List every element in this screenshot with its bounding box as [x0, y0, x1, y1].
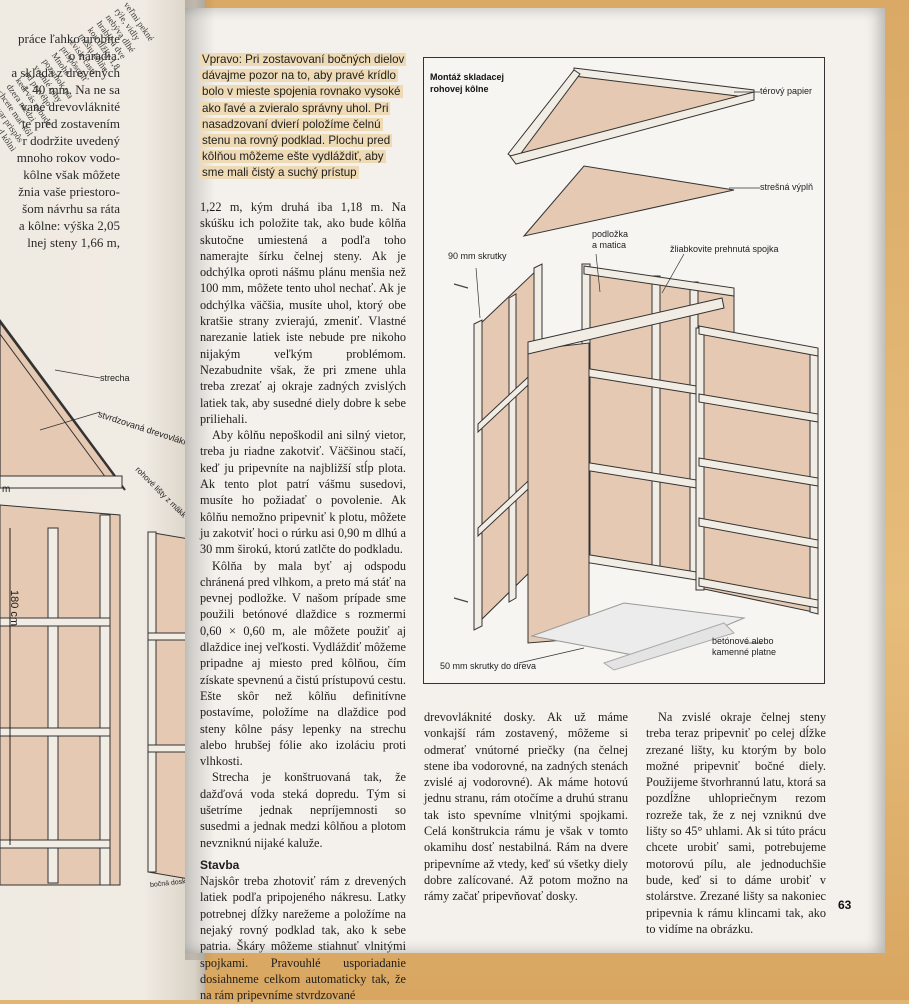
frame-rail — [0, 839, 111, 849]
label-line: betónové alebo — [712, 636, 774, 646]
paragraph: Najskôr treba zhotoviť rám z drevených l… — [200, 874, 406, 1003]
frame-post — [508, 293, 517, 603]
text-line: lnej steny 1,66 m, — [27, 235, 120, 250]
roof-edge — [0, 321, 126, 491]
concrete-slabs — [602, 622, 735, 671]
label-90mm-skrutky: 90 mm skrutky — [448, 251, 507, 261]
text-line: kôlne však môžete — [23, 167, 120, 182]
text-line: r dodržite uvedený — [22, 133, 120, 148]
text-line: práce ľahko urobite — [17, 31, 120, 46]
text-line: × 40 mm. Na ne sa — [21, 82, 120, 97]
frame-rail — [698, 577, 819, 609]
roof-beam — [0, 475, 123, 489]
leader-line — [475, 267, 481, 319]
door-top-rail — [527, 297, 725, 355]
label-stresna-vypln: strešná výplň — [760, 182, 814, 192]
label-height: 180 cm — [8, 590, 20, 627]
door-panel — [527, 342, 590, 644]
text-line: šom návrhu sa ráta — [22, 201, 120, 216]
figure-title-line: Montáž skladacej — [430, 72, 505, 82]
label-zliabkovite-spojka: žliabkovite prehnutá spojka — [670, 244, 779, 254]
paragraph: Aby kôlňu nepoškodil ani silný vietor, t… — [200, 428, 406, 557]
label-terovy-papier: térový papier — [760, 86, 813, 96]
frame-rail — [583, 265, 735, 297]
roof-edge-inner — [0, 333, 113, 487]
text-line: a kôlne: výška 2,05 — [18, 218, 120, 233]
text-line: o náradia. — [68, 48, 120, 63]
left-shed-drawing — [0, 318, 196, 886]
leader-line — [661, 253, 685, 294]
frame-rail — [698, 517, 819, 549]
frame-post — [147, 531, 157, 873]
left-page: práce ľahko urobite o náradia. a skladá … — [0, 0, 205, 1000]
screw-marker — [453, 283, 469, 289]
frame-rail — [698, 457, 819, 487]
label-strecha: strecha — [100, 373, 130, 383]
label-betonove-platne: betónové alebo kamenné platne — [712, 636, 776, 658]
leader-line — [54, 369, 101, 379]
label-50mm-skrutky: 50 mm skrutky do dreva — [440, 661, 537, 671]
text-line: žnia vaše priestoro- — [18, 184, 120, 199]
text-column-2: drevovláknité dosky. Ak už máme vonkajší… — [424, 709, 628, 905]
text-line: vané drevovláknité — [20, 99, 120, 114]
figure-title: Montáž skladacej rohovej kôlne — [430, 71, 504, 95]
text-line: mnoho rokov vodo- — [16, 150, 120, 165]
label-line: a matica — [592, 240, 627, 250]
text-line: a skladá z drevených — [11, 65, 120, 80]
label-podlozka: podložka a matica — [592, 229, 628, 251]
text-column-1: 1,22 m, kým druhá iba 1,18 m. Na skúšku … — [200, 199, 406, 1004]
frame-post — [473, 319, 483, 631]
leader-line — [518, 647, 585, 664]
paragraph: Strecha je konštruovaná tak, že dažďová … — [200, 770, 406, 850]
frame-rail — [0, 727, 111, 737]
frame-rail — [698, 325, 819, 357]
paragraph: Kôlňa by mala byť aj odspodu chránená pr… — [200, 558, 406, 769]
caption-text: Vpravo: Pri zostavovaní bočných dielov d… — [200, 53, 407, 180]
leader-line — [39, 411, 101, 431]
roof-panel — [522, 165, 735, 237]
wall-panel-left — [0, 504, 121, 886]
label-line: kamenné platne — [712, 647, 777, 657]
concrete-slabs — [530, 602, 746, 659]
frame-post — [47, 527, 59, 884]
paragraph: Na zvislé okraje čelnej steny treba tera… — [646, 710, 826, 936]
text-column-3: Na zvislé okraje čelnej steny treba tera… — [646, 709, 826, 937]
paragraph: drevovláknité dosky. Ak už máme vonkajší… — [424, 710, 628, 904]
roof-frame-rail — [509, 91, 755, 165]
text-line: te pred zostavením — [21, 116, 120, 131]
section-heading: Stavba — [200, 857, 240, 872]
leader-line — [595, 253, 601, 293]
page-number: 63 — [838, 898, 852, 912]
frame-rail — [698, 393, 819, 423]
frame-rail — [0, 617, 111, 627]
screw-marker — [453, 597, 469, 603]
label-m: m — [2, 484, 11, 495]
paragraph: 1,22 m, kým druhá iba 1,18 m. Na skúšku … — [200, 200, 406, 426]
label-line: podložka — [592, 229, 629, 239]
assembly-figure: Montáž skladacej rohovej kôlne — [423, 57, 825, 684]
frame-post — [99, 514, 111, 886]
shed-assembly-drawing — [453, 67, 819, 671]
figure-title-line: rohovej kôlne — [430, 84, 489, 94]
figure-caption: Vpravo: Pri zostavovaní bočných dielov d… — [200, 52, 407, 192]
left-page-text: práce ľahko urobite o náradia. a skladá … — [0, 30, 120, 251]
